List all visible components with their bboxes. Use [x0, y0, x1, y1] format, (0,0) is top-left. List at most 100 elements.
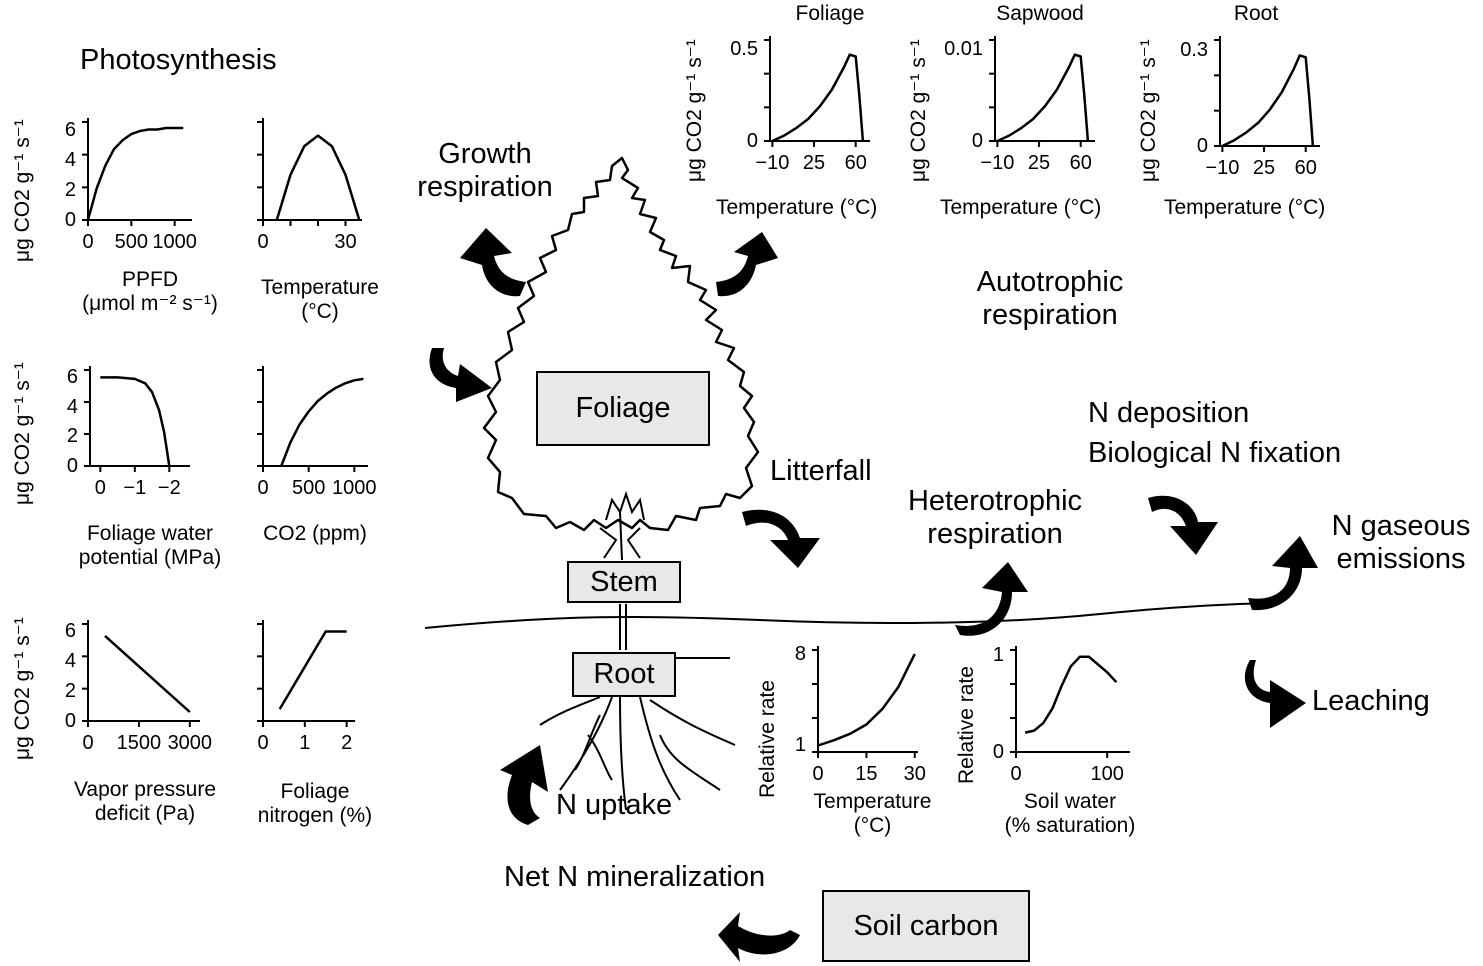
arrow-growth-right: [716, 232, 778, 297]
resp-foliage-xlabel: Temperature (°C): [716, 196, 878, 219]
co2-curve: [280, 377, 364, 467]
resp_root-ytick-label: 0: [1196, 135, 1208, 157]
temp-axes: [262, 118, 362, 221]
arrow-mineralization: [718, 912, 800, 962]
resp_sapwood-xtick-label: 60: [1069, 152, 1092, 174]
vpd-xlabel-line2: deficit (Pa): [94, 802, 196, 826]
soil_temp-ytick-label: 1: [794, 734, 806, 757]
nitrogen-xlabel: Foliage nitrogen (%): [235, 780, 395, 828]
water-xlabel-line1: Foliage water: [86, 522, 214, 545]
vpd-xtick-label: 0: [82, 732, 94, 754]
temp-curve: [275, 134, 361, 221]
temp-xlabel: Temperature (°C): [240, 276, 400, 324]
ppfd-ytick-label: 0: [64, 209, 76, 231]
arrow-into-foliage: [429, 348, 492, 402]
soil_water-chart: [1010, 646, 1130, 758]
nitrogen-axes: [262, 620, 355, 722]
ppfd-ytick-label: 4: [64, 148, 76, 171]
co2-xtick-label: 1000: [332, 477, 377, 499]
resp-sapwood-xlabel: Temperature (°C): [940, 196, 1102, 219]
soil_temp-curve: [817, 653, 916, 747]
soil_temp-chart: [812, 646, 918, 758]
growth-respiration-line1: Growth: [438, 138, 532, 170]
growth-respiration-line2: respiration: [417, 171, 553, 204]
leaf-veins: [599, 490, 645, 561]
water-xtick-label: −1: [123, 477, 147, 499]
soil-temp-xlabel: Temperature (°C): [790, 790, 955, 838]
leaching-label: Leaching: [1312, 685, 1430, 717]
water-ytick-label: 2: [66, 425, 78, 448]
water-ytick-label: 6: [66, 366, 78, 389]
soil_temp-ytick-label: 8: [794, 642, 806, 665]
leaf-outline: [482, 156, 760, 532]
ppfd-xlabel-line1: PPFD: [121, 268, 178, 291]
resp-root-ylabel: μg CO2 g⁻¹ s⁻¹: [1137, 39, 1160, 182]
ppfd-chart: [82, 118, 192, 226]
arrow-n-deposition: [1148, 495, 1218, 555]
resp-sapwood-ylabel: μg CO2 g⁻¹ s⁻¹: [907, 39, 930, 182]
autotrophic-line1: Autotrophic: [976, 266, 1124, 298]
resp_sapwood-curve: [996, 53, 1090, 143]
vpd-xlabel-line1: Vapor pressure: [73, 778, 217, 801]
vpd-curve: [104, 634, 191, 713]
water-ytick-label: 0: [66, 455, 78, 477]
litterfall-label: Litterfall: [770, 455, 872, 487]
ppfd-xtick-label: 500: [114, 231, 149, 253]
autotrophic-line2: respiration: [982, 299, 1118, 332]
resp_root-xtick-label: 25: [1252, 157, 1276, 179]
co2-xtick-label: 500: [291, 477, 326, 499]
resp_foliage-xtick-label: −10: [755, 152, 790, 174]
vpd-xtick-label: 3000: [167, 732, 213, 754]
soil-water-xlabel-line2: (% saturation): [1004, 814, 1136, 838]
autotrophic-label: Autotrophic respiration: [950, 266, 1150, 333]
water-xtick-label: 0: [94, 477, 106, 499]
nitrogen-xtick-label: 0: [257, 732, 269, 754]
water-ytick-label: 4: [66, 395, 78, 418]
resp_sapwood-ytick-label: 0.01: [944, 38, 983, 61]
net-n-mineralization-label: Net N mineralization: [504, 861, 766, 893]
vpd-ytick-label: 2: [64, 680, 76, 703]
water-xlabel: Foliage water potential (MPa): [65, 522, 235, 570]
soil_water-ytick-label: 1: [992, 643, 1004, 666]
ppfd-xtick-label: 0: [82, 231, 94, 253]
n-uptake-label: N uptake: [556, 789, 673, 821]
co2-xtick-label: 0: [257, 477, 269, 499]
soil_water-ytick-label: 0: [992, 741, 1004, 763]
ppfd-xlabel-line2: (μmol m⁻² s⁻¹): [82, 292, 218, 316]
resp_root-axes: [1219, 36, 1320, 147]
soil_temp-xtick-label: 0: [812, 763, 824, 785]
vpd-ytick-label: 4: [64, 650, 76, 673]
temp-xtick-label: 0: [257, 231, 269, 253]
foliage-box: Foliage: [536, 371, 710, 446]
soil_water-xtick-label: 0: [1010, 763, 1022, 785]
resp-foliage-ylabel: μg CO2 g⁻¹ s⁻¹: [683, 39, 706, 182]
ppfd-xtick-label: 1000: [152, 231, 197, 253]
heterotrophic-label: Heterotrophic respiration: [885, 485, 1105, 552]
stem-box: Stem: [567, 561, 681, 603]
nitrogen-chart: [257, 620, 355, 727]
water-curve: [100, 376, 171, 467]
water-xtick-label: −2: [157, 477, 181, 499]
stem-to-root: [619, 604, 627, 650]
temp-chart: [257, 118, 362, 226]
n-fixation-label: Biological N fixation: [1088, 437, 1342, 469]
resp_foliage-xtick-label: 60: [844, 152, 867, 174]
heterotrophic-line1: Heterotrophic: [907, 485, 1083, 517]
soil_water-axes: [1015, 646, 1130, 753]
soil_water-xtick-label: 100: [1090, 763, 1124, 785]
resp_sapwood-axes: [994, 36, 1095, 142]
ppfd-xlabel: PPFD (μmol m⁻² s⁻¹): [70, 268, 230, 316]
nitrogen-xtick-label: 1: [299, 732, 311, 754]
nitrogen-xlabel-line2: nitrogen (%): [257, 804, 373, 828]
resp_foliage-xtick-label: 25: [802, 152, 826, 174]
resp_root-chart: [1214, 36, 1320, 152]
ppfd-curve: [86, 126, 184, 221]
ground-line: [424, 602, 1271, 629]
water-chart: [84, 366, 190, 472]
resp_foliage-ytick-label: 0: [746, 130, 758, 152]
resp_foliage-ytick-label: 0.5: [730, 38, 758, 61]
vpd-xtick-label: 1500: [116, 732, 162, 754]
arrow-n-gaseous: [1248, 536, 1318, 611]
vpd-ytick-label: 6: [64, 620, 76, 643]
